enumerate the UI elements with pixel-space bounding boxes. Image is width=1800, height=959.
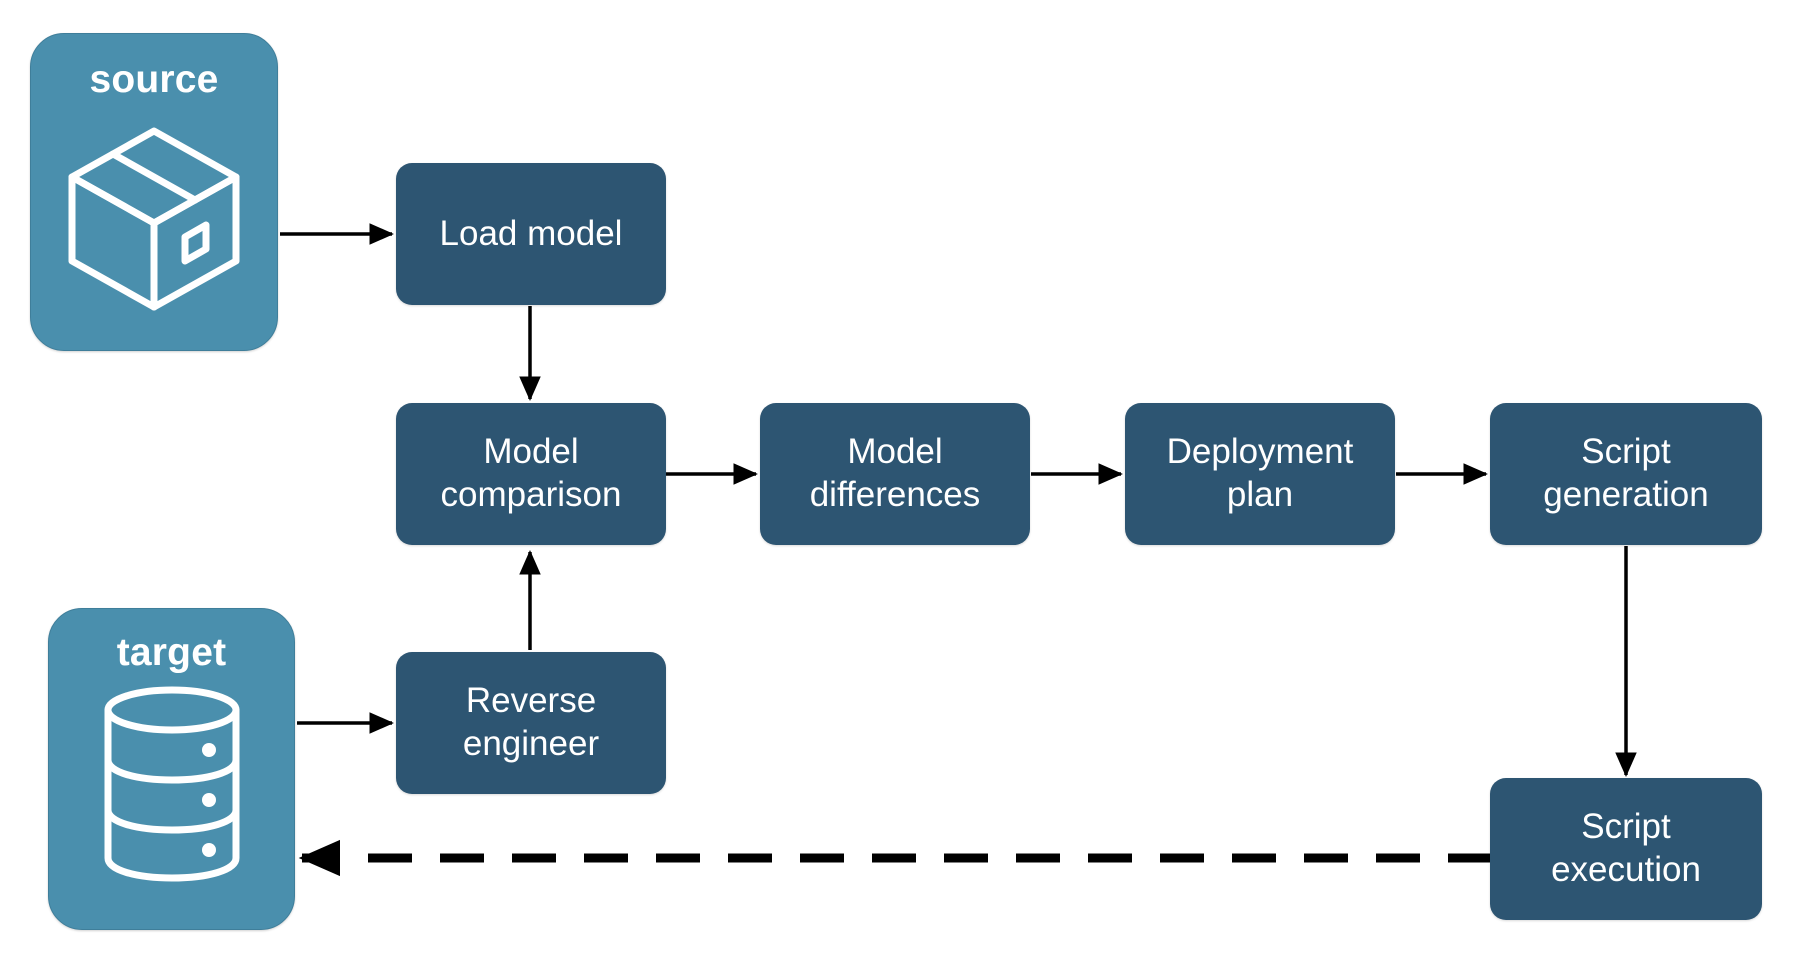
node-deployment-plan-label: Deployment plan — [1166, 432, 1354, 514]
node-script-generation-label: Script generation — [1543, 432, 1709, 514]
node-deployment-plan[interactable]: Deployment plan — [1125, 403, 1395, 545]
node-reverse-engineer[interactable]: Reverse engineer — [396, 652, 666, 794]
database-cylinder-icon — [92, 684, 252, 889]
node-script-execution[interactable]: Script execution — [1490, 778, 1762, 920]
package-box-icon — [54, 115, 254, 320]
node-load-model[interactable]: Load model — [396, 163, 666, 305]
node-script-generation[interactable]: Script generation — [1490, 403, 1762, 545]
endpoint-target-label: target — [116, 631, 227, 674]
node-model-comparison[interactable]: Model comparison — [396, 403, 666, 545]
node-load-model-label: Load model — [439, 213, 623, 253]
node-reverse-engineer-label: Reverse engineer — [462, 681, 600, 763]
node-model-differences[interactable]: Model differences — [760, 403, 1030, 545]
endpoint-source[interactable]: source — [30, 33, 278, 351]
node-model-comparison-label: Model comparison — [440, 432, 622, 514]
endpoint-source-label: source — [89, 58, 219, 101]
node-model-differences-label: Model differences — [809, 432, 981, 514]
node-script-execution-label: Script execution — [1551, 807, 1701, 889]
endpoint-target[interactable]: target — [48, 608, 295, 930]
